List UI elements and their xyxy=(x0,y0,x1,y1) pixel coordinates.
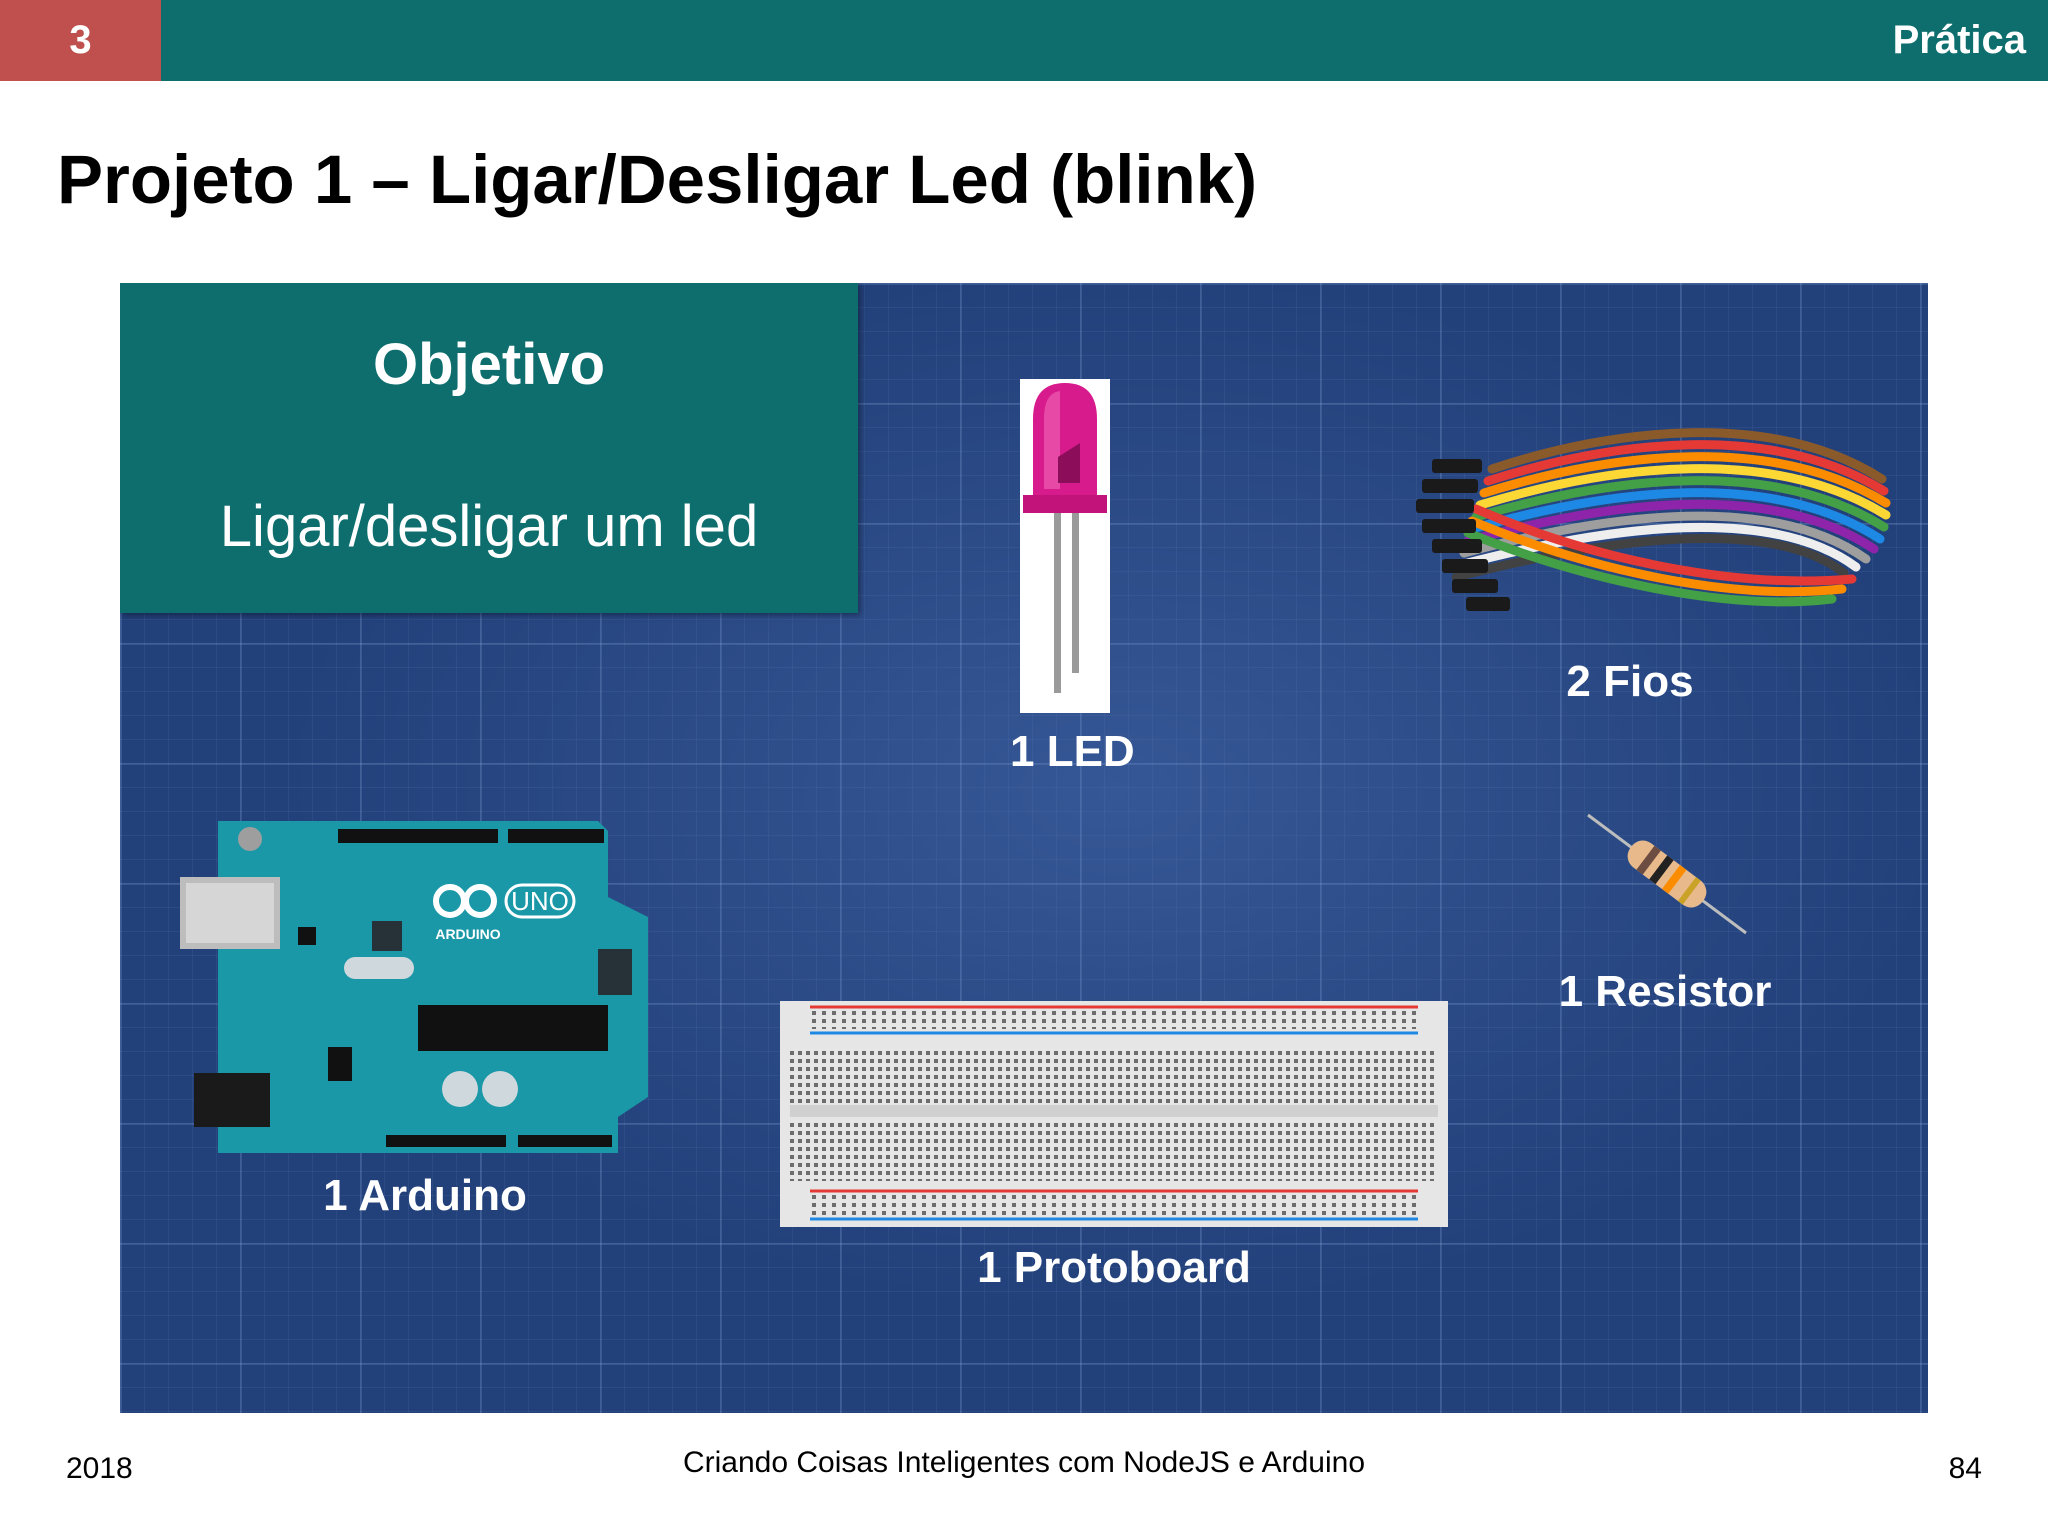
wires-label: 2 Fios xyxy=(1566,657,1694,706)
breadboard-icon xyxy=(780,1001,1448,1227)
protoboard-label: 1 Protoboard xyxy=(977,1243,1251,1292)
led-label: 1 LED xyxy=(1010,727,1135,776)
arduino-board-text: UNO xyxy=(511,886,569,916)
resistor-icon xyxy=(1587,813,1747,935)
section-number: 3 xyxy=(0,0,161,81)
arduino-brand-text: ARDUINO xyxy=(435,926,500,942)
components-board: Objetivo Ligar/desligar um led 1 LED xyxy=(120,283,1928,1413)
page-number: 84 xyxy=(1948,1452,1982,1485)
jumper-wires-icon xyxy=(1416,428,1891,611)
footer-course: Criando Coisas Inteligentes com NodeJS e… xyxy=(682,1446,1366,1479)
footer-year: 2018 xyxy=(66,1452,133,1485)
arduino-label: 1 Arduino xyxy=(323,1171,527,1220)
header-bar xyxy=(0,0,2048,81)
objective-text: Ligar/desligar um led xyxy=(219,494,759,559)
section-name: Prática xyxy=(1892,18,2026,62)
slide-title: Projeto 1 – Ligar/Desligar Led (blink) xyxy=(57,141,1258,218)
resistor-label: 1 Resistor xyxy=(1558,967,1772,1016)
objective-box: Objetivo Ligar/desligar um led xyxy=(120,283,858,613)
arduino-uno-icon: UNO ARDUINO xyxy=(180,821,648,1153)
led-icon xyxy=(1020,379,1110,713)
objective-title: Objetivo xyxy=(372,332,606,397)
